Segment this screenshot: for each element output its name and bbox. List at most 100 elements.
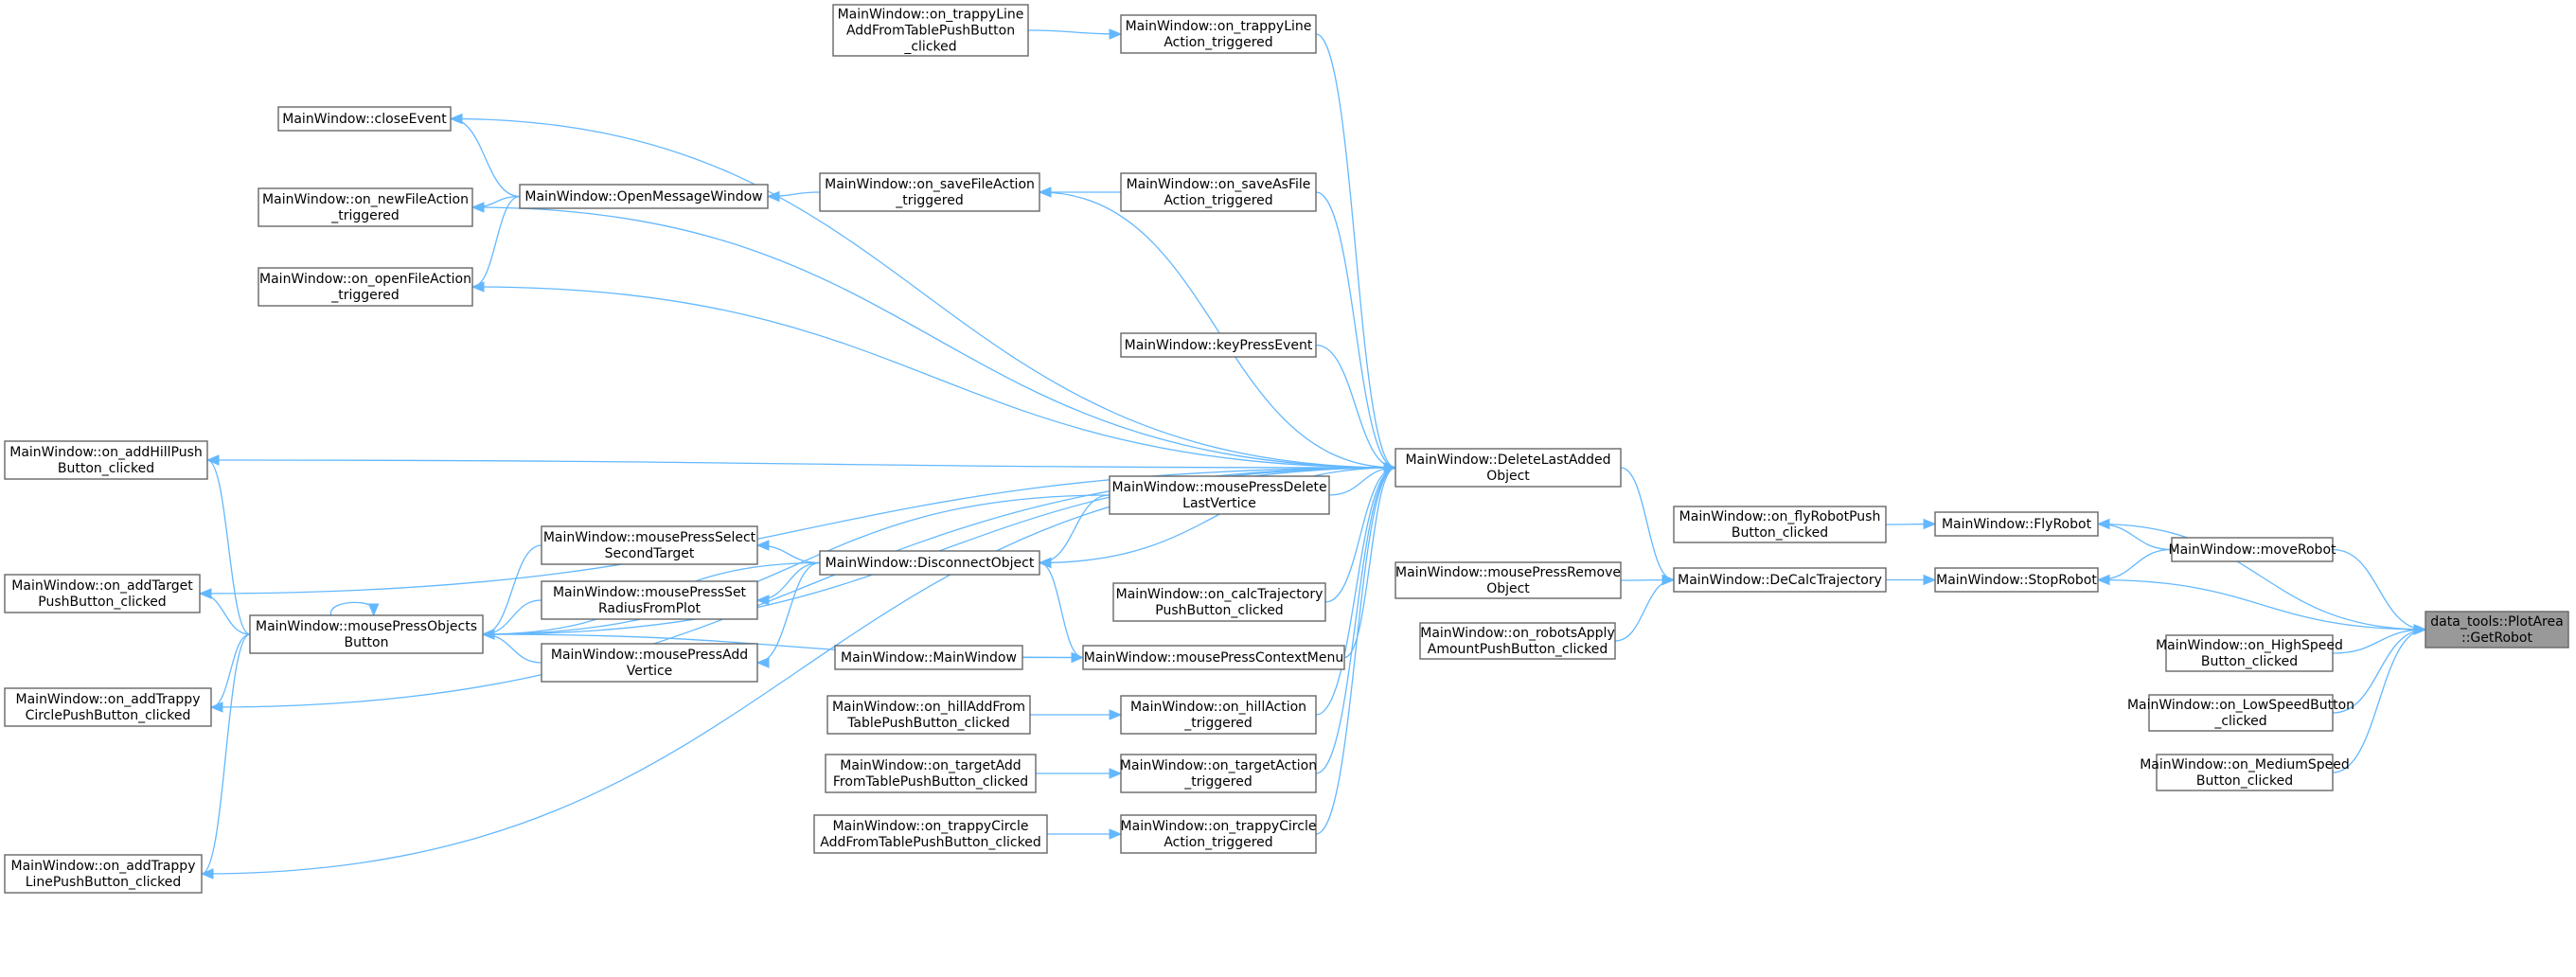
node-box: [1120, 332, 1317, 358]
arrowhead: [1109, 28, 1123, 40]
node-targetAdd[interactable]: MainWindow::on_targetAddFromTablePushBut…: [825, 754, 1037, 793]
node-targetAction[interactable]: MainWindow::on_targetAction_triggered: [1120, 754, 1317, 793]
node-openFile[interactable]: MainWindow::on_openFileAction_triggered: [258, 267, 473, 307]
node-box: [2425, 611, 2569, 648]
node-label: MainWindow::DeleteLastAdded: [1405, 453, 1610, 468]
node-addTrappyCircle[interactable]: MainWindow::on_addTrappyCirclePushButton…: [4, 687, 212, 727]
node-label: CirclePushButton_clicked: [26, 708, 191, 723]
node-box: [1120, 754, 1317, 793]
edge-flyRobotPush-to-flyRobot: [1885, 518, 1937, 530]
arrowhead: [471, 281, 485, 293]
edge-trappyLineAdd-to-trappyLineAct: [1027, 28, 1123, 40]
node-stopRobot[interactable]: MainWindow::StopRobot: [1934, 567, 2099, 593]
arrowhead: [1923, 574, 1937, 586]
node-trappyLineAdd[interactable]: MainWindow::on_trappyLineAddFromTablePus…: [832, 4, 1029, 57]
node-closeEvent[interactable]: MainWindow::closeEvent: [277, 106, 452, 132]
node-keyPress[interactable]: MainWindow::keyPressEvent: [1120, 332, 1317, 358]
node-box: [2165, 634, 2334, 672]
node-addTarget[interactable]: MainWindow::on_addTargetPushButton_click…: [4, 574, 201, 613]
node-label: _triggered: [1183, 774, 1252, 790]
arrowhead: [1923, 518, 1937, 530]
node-mainWin[interactable]: MainWindow::MainWindow: [834, 645, 1023, 670]
node-layer: data_tools::PlotArea::GetRobotMainWindow…: [4, 4, 2569, 894]
edge-moveRobot-to-stopRobot: [2096, 548, 2173, 586]
node-label: MainWindow::DisconnectObject: [826, 556, 1035, 571]
edge-mainWin-to-mpContext: [1022, 651, 1085, 664]
node-trappyCircleAct[interactable]: MainWindow::on_trappyCircleAction_trigge…: [1120, 814, 1317, 854]
arrowhead: [209, 702, 223, 713]
node-trappyLineAct[interactable]: MainWindow::on_trappyLineAction_triggere…: [1120, 14, 1317, 54]
node-box: [1934, 511, 2099, 537]
node-label: MainWindow::mousePressAdd: [551, 648, 748, 663]
node-hillAction[interactable]: MainWindow::on_hillAction_triggered: [1120, 695, 1317, 735]
arrowhead: [2096, 574, 2110, 586]
node-label: FromTablePushButton_clicked: [833, 774, 1028, 790]
edge-mpObjects-to-addTarget: [198, 588, 251, 635]
node-robotsApply[interactable]: MainWindow::on_robotsApplyAmountPushButt…: [1419, 622, 1616, 660]
node-label: MainWindow::DeCalcTrajectory: [1678, 573, 1882, 588]
node-label: MainWindow::MainWindow: [841, 650, 1017, 666]
node-label: MainWindow::on_openFileAction: [259, 272, 471, 287]
node-label: Action_triggered: [1164, 193, 1272, 208]
node-box: [2156, 754, 2334, 791]
arrowhead: [766, 190, 780, 203]
node-box: [258, 187, 473, 227]
node-mpContext[interactable]: MainWindow::mousePressContextMenu: [1082, 645, 1345, 670]
node-moveRobot[interactable]: MainWindow::moveRobot: [2169, 537, 2337, 562]
node-getRobot[interactable]: data_tools::PlotArea::GetRobot: [2425, 611, 2569, 648]
node-label: AmountPushButton_clicked: [1428, 642, 1608, 657]
node-saveFile[interactable]: MainWindow::on_saveFileAction_triggered: [819, 172, 1040, 212]
node-label: data_tools::PlotArea: [2430, 614, 2563, 630]
edge-saveFile-to-deleteLast: [1039, 191, 1397, 473]
edge-mpSelect-to-mpObjects: [481, 544, 542, 640]
node-label: _clicked: [903, 40, 956, 55]
node-disconnect[interactable]: MainWindow::DisconnectObject: [819, 550, 1040, 576]
node-lowSpeed[interactable]: MainWindow::on_LowSpeedButton_clicked: [2127, 694, 2354, 732]
node-flyRobotPush[interactable]: MainWindow::on_flyRobotPushButton_clicke…: [1673, 506, 1887, 543]
node-flyRobot[interactable]: MainWindow::FlyRobot: [1934, 511, 2099, 537]
edge-openMsg-to-closeEvent: [449, 113, 521, 198]
node-trappyCircleAdd[interactable]: MainWindow::on_trappyCircleAddFromTableP…: [813, 814, 1048, 854]
node-label: MainWindow::mousePressSet: [553, 585, 747, 600]
node-box: [258, 267, 473, 307]
arrowhead: [2096, 518, 2110, 530]
node-box: [249, 614, 484, 654]
node-addTrappyLine[interactable]: MainWindow::on_addTrappyLinePushButton_c…: [4, 854, 203, 894]
node-openMsg[interactable]: MainWindow::OpenMessageWindow: [519, 184, 769, 209]
arrowhead: [1038, 557, 1052, 569]
node-label: PushButton_clicked: [1155, 603, 1283, 618]
node-newFile[interactable]: MainWindow::on_newFileAction_triggered: [258, 187, 473, 227]
edge-moveRobot-to-getRobot: [2332, 548, 2427, 635]
node-label: MainWindow::on_addTrappy: [11, 859, 196, 874]
node-label: MainWindow::on_HighSpeed: [2156, 638, 2343, 653]
node-label: MainWindow::keyPressEvent: [1125, 338, 1313, 353]
edge-deCalc-to-stopRobot: [1886, 574, 1937, 586]
node-box: [1109, 475, 1330, 515]
arrowhead: [449, 113, 463, 125]
node-label: MainWindow::mousePressDelete: [1111, 480, 1326, 495]
node-calcTraj[interactable]: MainWindow::on_calcTrajectoryPushButton_…: [1112, 582, 1326, 622]
arrowhead: [755, 540, 770, 551]
node-label: MainWindow::on_LowSpeedButton: [2127, 698, 2354, 713]
arrowhead: [1661, 574, 1676, 586]
node-label: Button_clicked: [1732, 525, 1828, 541]
node-hillAdd[interactable]: MainWindow::on_hillAddFromTablePushButto…: [826, 695, 1031, 735]
node-label: MainWindow::OpenMessageWindow: [524, 189, 762, 204]
node-saveAs[interactable]: MainWindow::on_saveAsFileAction_triggere…: [1120, 172, 1317, 212]
node-box: [819, 550, 1040, 576]
node-box: [277, 106, 452, 132]
node-label: MainWindow::on_MediumSpeed: [2140, 757, 2350, 773]
node-deCalc[interactable]: MainWindow::DeCalcTrajectory: [1673, 567, 1887, 593]
node-box: [2171, 537, 2334, 562]
edge-mpObjects-to-addTrappyCircle: [209, 633, 251, 713]
